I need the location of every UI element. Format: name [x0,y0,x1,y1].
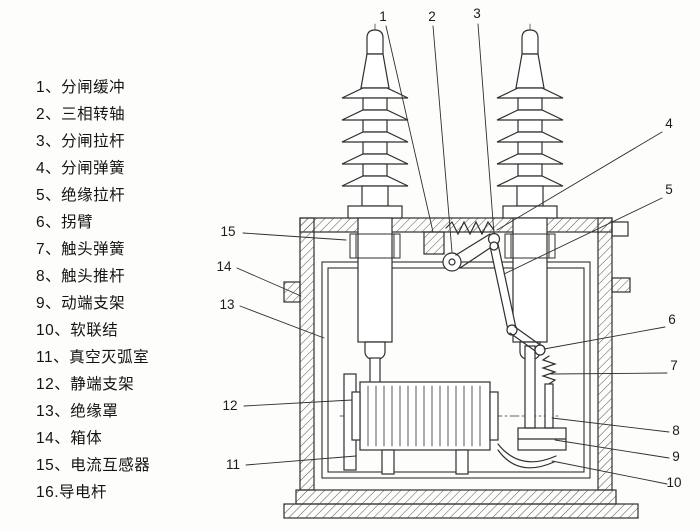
callout-label-6: 6 [668,312,676,327]
callout-label-10: 10 [666,475,681,490]
legend: 1、分闸缓冲 2、三相转轴 3、分闸拉杆 4、分闸弹簧 5、绝缘拉杆 6、拐臂 … [36,74,150,506]
leader-lines [236,23,670,485]
callout-labels: 1 2 3 4 5 6 7 8 9 10 11 12 13 14 15 [216,6,681,490]
callout-label-8: 8 [672,423,680,438]
legend-item: 6、拐臂 [36,214,94,231]
legend-item: 4、分闸弹簧 [36,160,126,177]
callout-label-12: 12 [222,398,237,413]
callout-label-13: 13 [219,297,234,312]
leader-3 [477,23,495,235]
callout-label-3: 3 [473,6,481,21]
leader-11 [245,455,357,466]
leader-13 [239,305,325,339]
vacuum-interrupter-assembly [339,357,561,475]
leader-9 [554,439,670,459]
callout-label-14: 14 [216,259,232,274]
callout-label-7: 7 [670,358,678,373]
callout-label-2: 2 [428,9,436,24]
callout-label-4: 4 [665,116,673,131]
callout-label-5: 5 [665,182,673,197]
legend-item: 1、分闸缓冲 [36,79,126,96]
leader-8 [551,417,670,433]
leader-7 [550,372,668,375]
legend-item: 9、动端支架 [36,295,126,312]
legend-item: 11、真空灭弧室 [36,349,150,366]
callout-label-11: 11 [226,457,240,472]
legend-item: 13、绝缘罩 [36,403,119,420]
legend-item: 8、触头推杆 [36,268,126,285]
legend-item: 3、分闸拉杆 [36,133,126,150]
legend-item: 14、箱体 [36,430,103,447]
legend-item: 10、软联结 [36,322,119,339]
leader-6 [543,326,666,350]
leader-2 [432,25,453,253]
legend-item: 15、电流互感器 [36,457,151,474]
left-bushing [341,23,409,361]
leader-1 [385,25,434,233]
leader-14 [236,267,302,297]
callout-label-1: 1 [379,9,387,24]
legend-item: 7、触头弹簧 [36,241,126,258]
legend-item: 16.导电杆 [36,484,108,501]
legend-item: 12、静端支架 [36,376,135,393]
legend-item: 5、绝缘拉杆 [36,187,126,204]
leader-4 [496,131,663,231]
leader-10 [551,460,668,485]
operating-mechanism [423,220,567,469]
current-transformers [349,233,556,259]
leader-5 [503,197,663,275]
leader-12 [243,399,353,407]
legend-item: 2、三相转轴 [36,106,126,123]
leader-15 [242,232,347,241]
callout-label-9: 9 [672,449,680,464]
callout-label-15: 15 [220,224,235,239]
